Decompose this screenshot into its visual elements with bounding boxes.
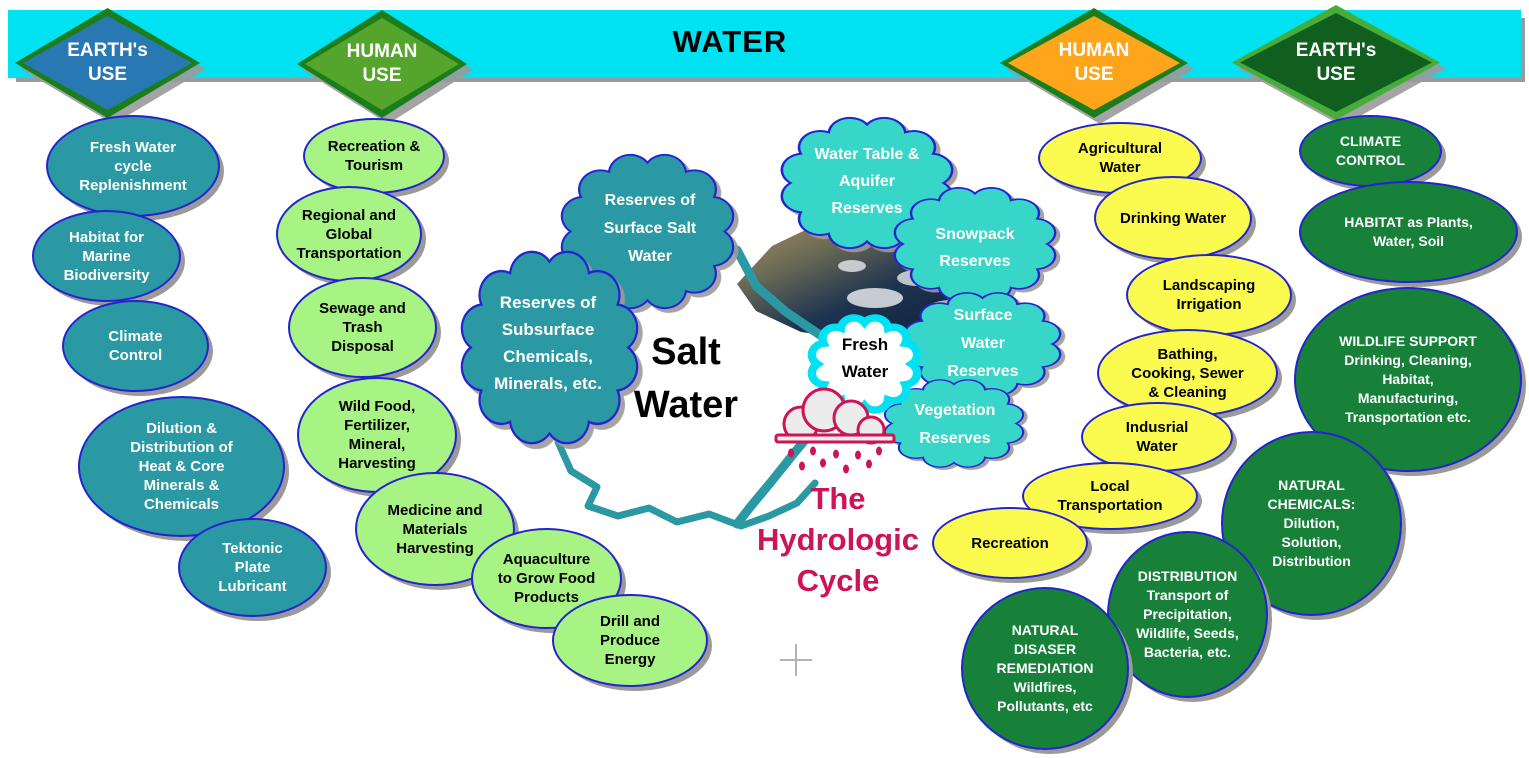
node-label: Regional and Global Transportation (296, 206, 402, 262)
node-natural-disaster-remediation: NATURAL DISASER REMEDIATION Wildfires, P… (961, 587, 1129, 750)
node-natural-chemicals: NATURAL CHEMICALS: Dilution, Solution, D… (1221, 431, 1402, 616)
node-label: Indusrial Water (1125, 419, 1189, 455)
node-recreation-tourism: Recreation & Tourism (303, 118, 445, 194)
node-label: WILDLIFE SUPPORT Drinking, Cleaning, Hab… (1339, 333, 1477, 425)
node-sewage-trash-disposal: Sewage and Trash Disposal (288, 277, 437, 378)
cloud-label-surface-salt: Reserves of Surface Salt Water (603, 192, 697, 265)
rain-cloud-icon (774, 387, 896, 474)
node-recreation: Recreation (932, 507, 1088, 579)
crosshair-icon (780, 644, 812, 676)
node-label: Sewage and Trash Disposal (319, 300, 406, 355)
cloud-label-vegetation: Vegetation Reserves (914, 402, 996, 447)
node-regional-global-transportation: Regional and Global Transportation (276, 186, 422, 282)
node-label: CLIMATE CONTROL (1335, 133, 1406, 168)
diamond-human-use-left: HUMAN USE (297, 10, 467, 118)
cloud-label-water-table: Water Table & Aquifer Reserves (814, 146, 920, 217)
node-label: Drill and Produce Energy (599, 613, 660, 668)
diamond-label: EARTH's USE (67, 40, 148, 85)
node-label: Medicine and Materials Harvesting (387, 501, 483, 557)
node-climate-control-left: Climate Control (62, 300, 209, 392)
node-label: Landscaping Irrigation (1162, 277, 1256, 313)
node-drill-produce-energy: Drill and Produce Energy (552, 594, 708, 687)
label-salt-water: Salt Water (633, 331, 739, 426)
node-label: DISTRIBUTION Transport of Precipitation,… (1136, 568, 1239, 660)
node-label: HABITAT as Plants, Water, Soil (1344, 214, 1473, 249)
node-label: NATURAL DISASER REMEDIATION Wildfires, P… (996, 622, 1094, 714)
node-label: Habitat for Marine Biodiversity (63, 228, 150, 284)
cloud-label-snowpack: Snowpack Reserves (935, 226, 1015, 270)
node-label: Wild Food, Fertilizer, Mineral, Harvesti… (338, 398, 416, 472)
node-label: NATURAL CHEMICALS: Dilution, Solution, D… (1267, 477, 1356, 569)
diamond-human-use-right: HUMAN USE (1000, 8, 1188, 118)
node-indusrial-water: Indusrial Water (1081, 402, 1233, 472)
page-title: WATER (672, 24, 788, 59)
node-climate-control-right: CLIMATE CONTROL (1299, 115, 1442, 187)
node-fresh-water-cycle: Fresh Water cycle Replenishment (46, 115, 220, 217)
node-tektonic-plate: Tektonic Plate Lubricant (178, 518, 327, 617)
node-wildlife-support: WILDLIFE SUPPORT Drinking, Cleaning, Hab… (1294, 287, 1522, 472)
diamond-label: EARTH's USE (1295, 39, 1377, 85)
node-label: Local Transportation (1057, 478, 1163, 514)
diamond-label: HUMAN USE (1058, 40, 1130, 85)
node-label: Aquaculture to Grow Food Products (497, 551, 596, 606)
node-label: Climate Control (108, 328, 163, 364)
diamond-label: HUMAN USE (346, 41, 418, 86)
cloud-label-fresh-water: Fresh Water (841, 335, 889, 381)
node-habitat-marine: Habitat for Marine Biodiversity (32, 210, 181, 302)
node-label: Dilution & Distribution of Heat & Core M… (130, 420, 233, 513)
node-label: Tektonic Plate Lubricant (218, 540, 287, 595)
node-label: Fresh Water cycle Replenishment (79, 138, 187, 194)
node-bathing-cooking: Bathing, Cooking, Sewer & Cleaning (1097, 329, 1278, 417)
diamond-earth-use-right: EARTH's USE (1232, 5, 1440, 120)
node-habitat-plants: HABITAT as Plants, Water, Soil (1299, 181, 1518, 283)
node-landscaping-irrigation: Landscaping Irrigation (1126, 254, 1292, 336)
node-dilution-distribution: Dilution & Distribution of Heat & Core M… (78, 396, 285, 537)
node-distribution: DISTRIBUTION Transport of Precipitation,… (1107, 531, 1268, 698)
node-label: Drinking Water (1119, 209, 1227, 227)
node-label: Recreation & Tourism (327, 138, 421, 174)
node-drinking-water: Drinking Water (1094, 176, 1252, 260)
cloud-label-surface-water: Surface Water Reserves (947, 307, 1019, 380)
cloud-label-subsurface: Reserves of Subsurface Chemicals, Minera… (494, 293, 602, 393)
node-label: Agricultural Water (1077, 140, 1163, 176)
node-label: Bathing, Cooking, Sewer & Cleaning (1131, 345, 1244, 401)
node-label: Recreation (971, 534, 1049, 552)
label-hydrologic-cycle: The Hydrologic Cycle (757, 481, 919, 598)
diamond-earth-use-left: EARTH's USE (15, 8, 200, 118)
